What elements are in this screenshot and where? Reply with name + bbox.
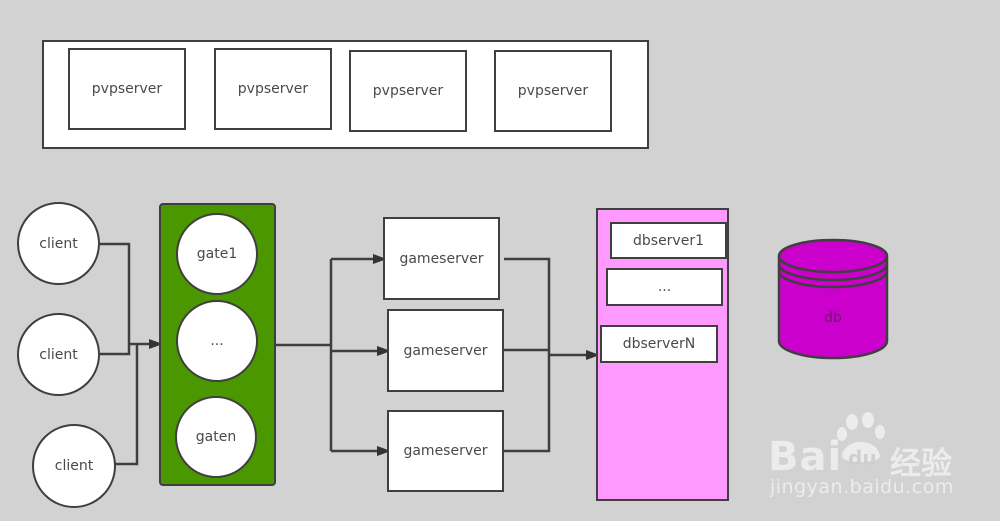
gameserver-1-out (504, 257, 551, 453)
gameserver-node[interactable]: gameserver (387, 410, 504, 492)
client-node[interactable]: client (17, 313, 100, 396)
watermark-logo-du: du (848, 446, 877, 470)
dbserver-node[interactable]: dbserver1 (610, 222, 727, 259)
pvpserver-node[interactable]: pvpserver (214, 48, 332, 130)
client-node[interactable]: client (32, 424, 116, 508)
pvpserver-node[interactable]: pvpserver (494, 50, 612, 132)
database-label: db (824, 310, 842, 326)
watermark-logo-bai: Bai (768, 434, 843, 480)
client-3-connector (115, 344, 139, 466)
gate-node[interactable]: gate1 (176, 213, 258, 295)
gate-node-ellipsis[interactable]: ... (176, 300, 258, 382)
database-icon[interactable] (776, 237, 890, 363)
client-node[interactable]: client (17, 202, 100, 285)
gameserver-node[interactable]: gameserver (383, 217, 500, 300)
dbserver-node[interactable]: dbserverN (600, 325, 718, 363)
watermark-logo-cn: 经验 (890, 446, 952, 482)
pvpserver-node[interactable]: pvpserver (349, 50, 467, 132)
gate-node[interactable]: gaten (175, 396, 257, 478)
baidu-watermark: Bai du 经验 jingyan.baidu.com (768, 412, 998, 512)
pvpserver-node[interactable]: pvpserver (68, 48, 186, 130)
watermark-url: jingyan.baidu.com (770, 476, 954, 498)
paw-icon (837, 412, 885, 462)
dbserver-node-ellipsis[interactable]: ... (606, 268, 723, 306)
client-1-connector (100, 242, 131, 356)
gameserver-node[interactable]: gameserver (387, 309, 504, 392)
